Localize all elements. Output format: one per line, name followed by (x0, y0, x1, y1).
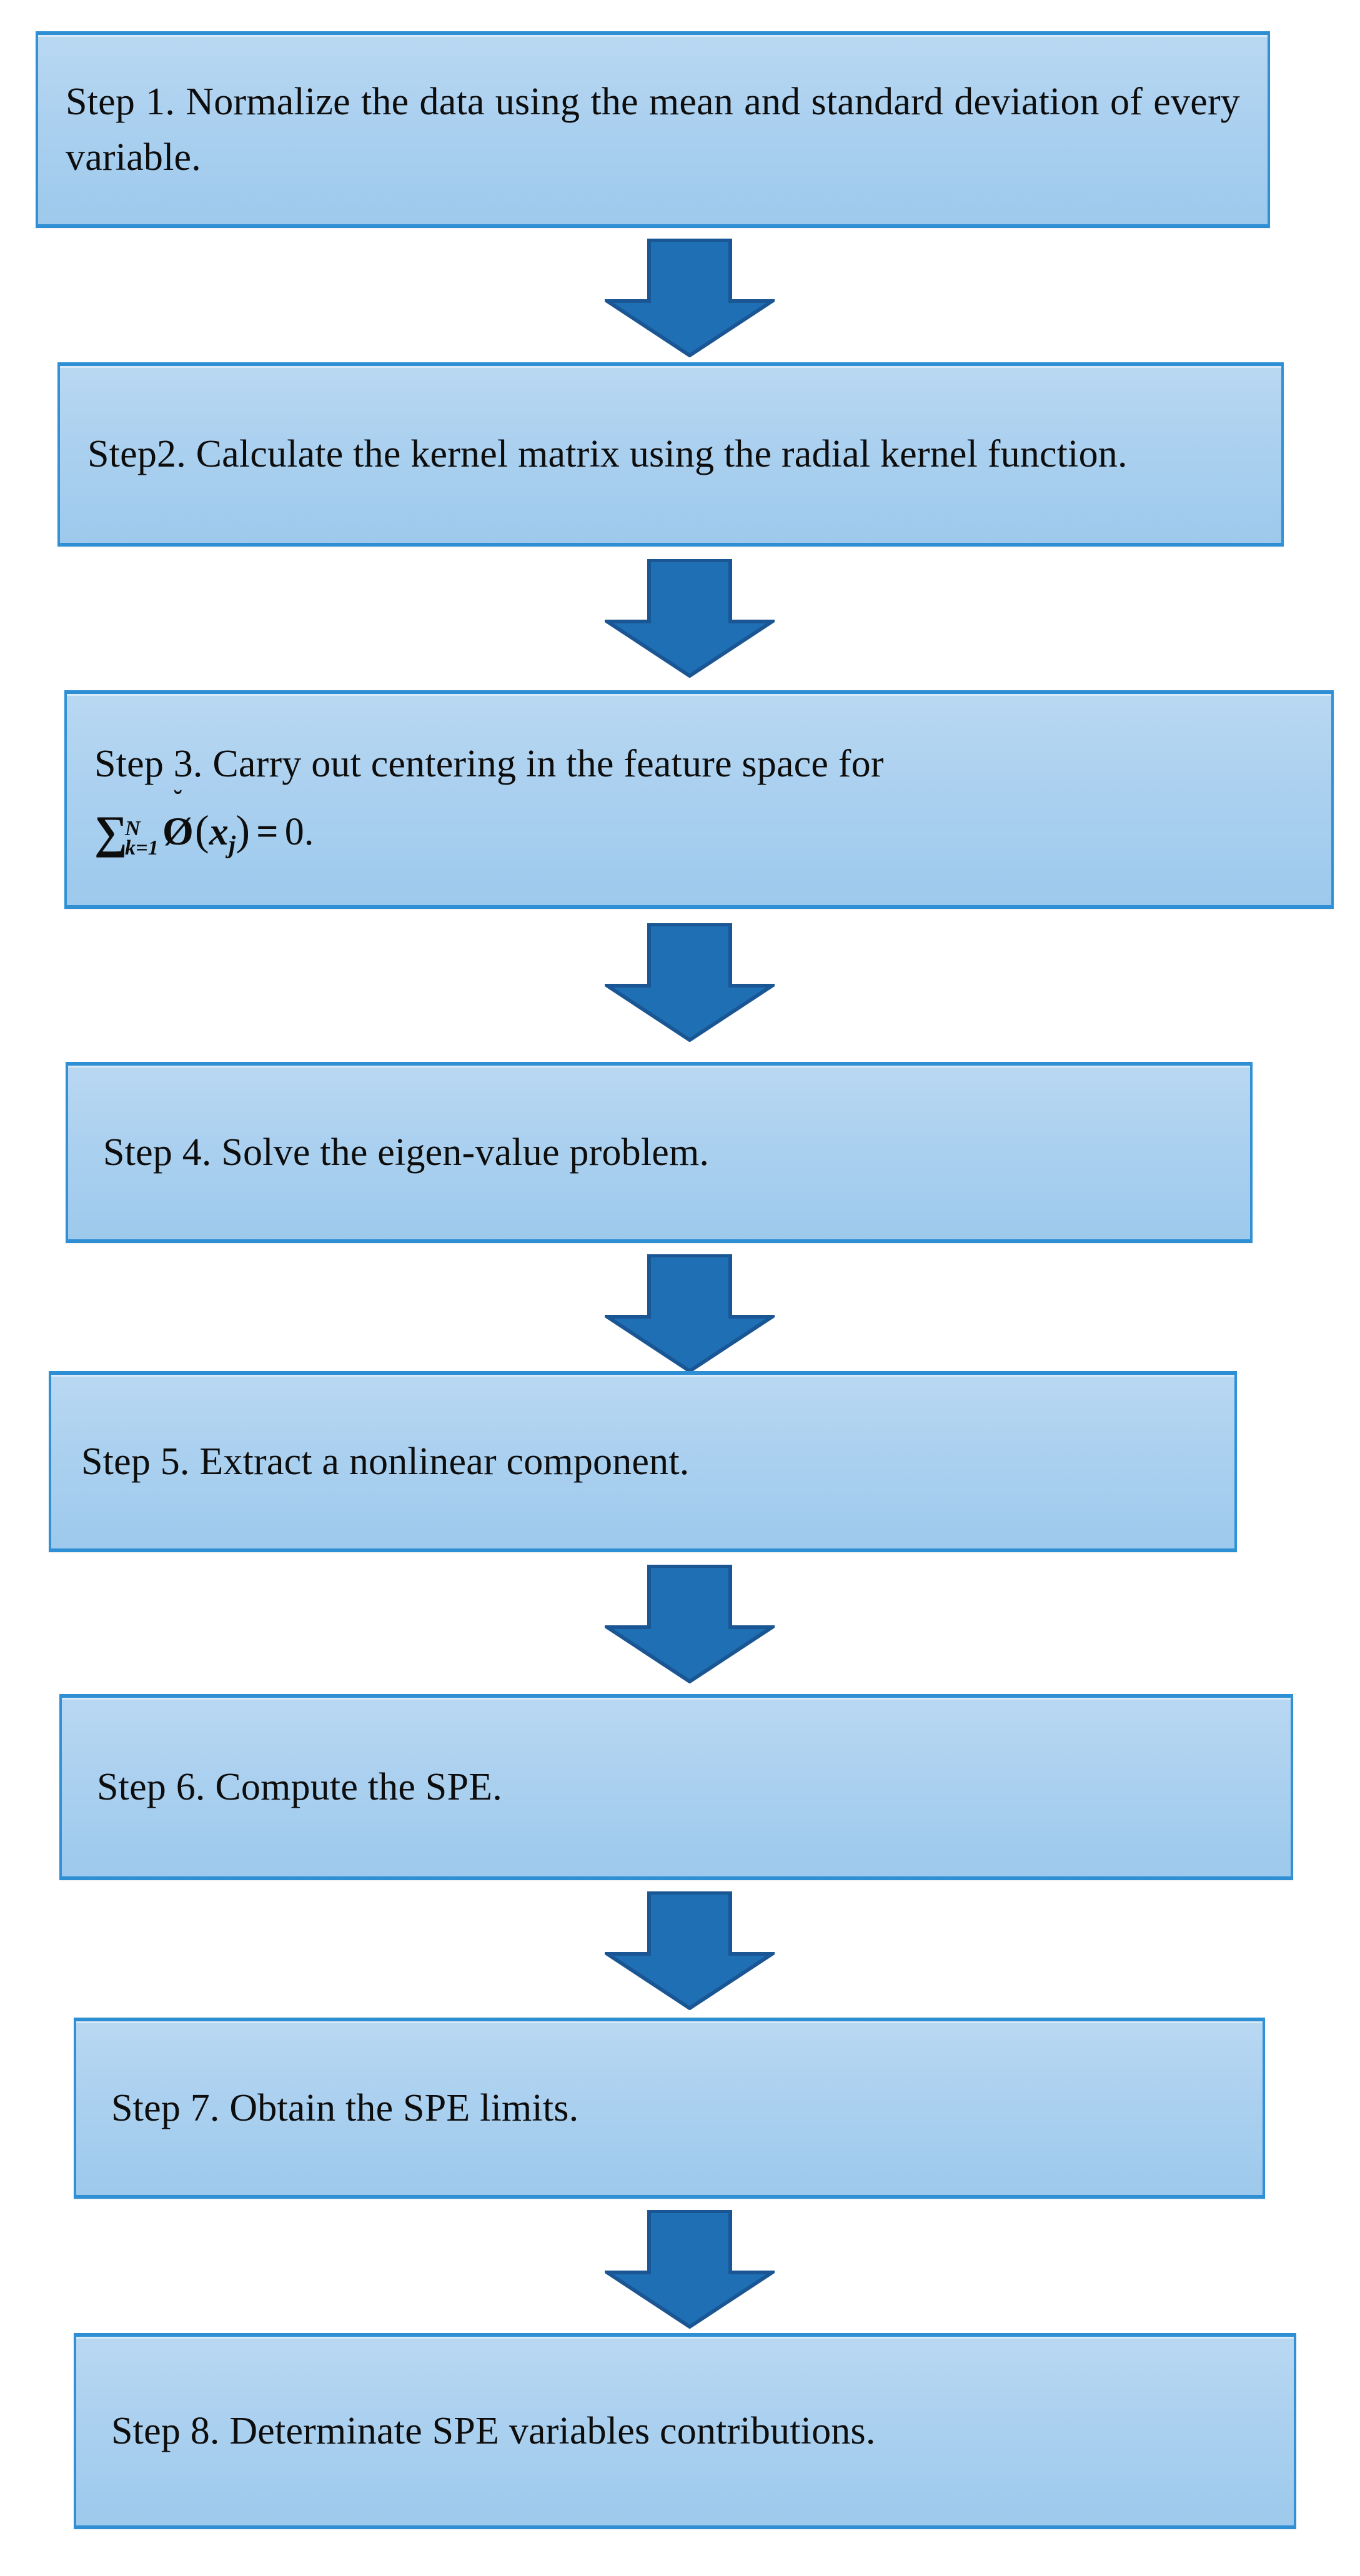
formula-period: . (304, 810, 314, 853)
step-1-text: Step 1. Normalize the data using the mea… (66, 81, 1240, 179)
box-highlight (38, 35, 1268, 37)
box-highlight (76, 2337, 1294, 2339)
step-box-1[interactable]: Step 1. Normalize the data using the mea… (36, 31, 1270, 228)
phi-glyph: Ø (162, 808, 194, 853)
connector-arrow-6-7 (605, 1891, 775, 2010)
open-paren: ( (194, 806, 209, 854)
formula-subscript-j: j (229, 830, 236, 859)
equals-sign: = (256, 810, 279, 853)
connector-arrow-7-8 (605, 2210, 775, 2329)
down-arrow-icon (605, 239, 775, 357)
down-arrow-icon (605, 1254, 775, 1373)
phi-with-breve: ˘Ø (161, 786, 195, 860)
down-arrow-icon (605, 1891, 775, 2010)
step-3-text: Step 3. Carry out centering in the featu… (94, 736, 1304, 863)
box-highlight (62, 1698, 1291, 1700)
formula-variable-x: x (209, 810, 229, 853)
down-arrow-icon (605, 559, 775, 678)
step-box-7[interactable]: Step 7. Obtain the SPE limits. (74, 2018, 1265, 2199)
step-7-text: Step 7. Obtain the SPE limits. (111, 2086, 579, 2129)
connector-arrow-1-2 (605, 239, 775, 357)
down-arrow-icon (605, 2210, 775, 2329)
step-2-text: Step2. Calculate the kernel matrix using… (87, 433, 1128, 476)
step-6-text: Step 6. Compute the SPE. (97, 1765, 502, 1808)
box-highlight (67, 694, 1331, 696)
sigma-glyph: ∑ (94, 807, 127, 859)
step-box-6[interactable]: Step 6. Compute the SPE. (59, 1694, 1293, 1880)
down-arrow-icon (605, 923, 775, 1042)
summation-upper-limit: N (124, 817, 141, 841)
connector-arrow-5-6 (605, 1565, 775, 1683)
formula-rhs-zero: 0 (284, 810, 304, 853)
step-box-3[interactable]: Step 3. Carry out centering in the featu… (64, 690, 1334, 909)
down-arrow-icon (605, 1565, 775, 1683)
step-box-8[interactable]: Step 8. Determinate SPE variables contri… (74, 2333, 1296, 2529)
step-3-sentence: Step 3. Carry out centering in the featu… (94, 742, 884, 785)
box-highlight (76, 2021, 1263, 2023)
box-highlight (68, 1066, 1250, 1068)
box-highlight (60, 366, 1281, 368)
step-5-text: Step 5. Extract a nonlinear component. (81, 1440, 690, 1483)
summation-lower-limit: k=1 (124, 836, 159, 860)
step-8-text: Step 8. Determinate SPE variables contri… (111, 2409, 876, 2452)
step-box-2[interactable]: Step2. Calculate the kernel matrix using… (57, 362, 1284, 547)
step-4-text: Step 4. Solve the eigen-value problem. (103, 1131, 710, 1174)
close-paren: ) (236, 806, 251, 854)
step-box-4[interactable]: Step 4. Solve the eigen-value problem. (66, 1062, 1253, 1243)
box-highlight (51, 1375, 1234, 1377)
connector-arrow-4-5 (605, 1254, 775, 1373)
connector-arrow-2-3 (605, 559, 775, 678)
step-box-5[interactable]: Step 5. Extract a nonlinear component. (49, 1371, 1237, 1552)
connector-arrow-3-4 (605, 923, 775, 1042)
breve-accent: ˘ (174, 785, 182, 813)
